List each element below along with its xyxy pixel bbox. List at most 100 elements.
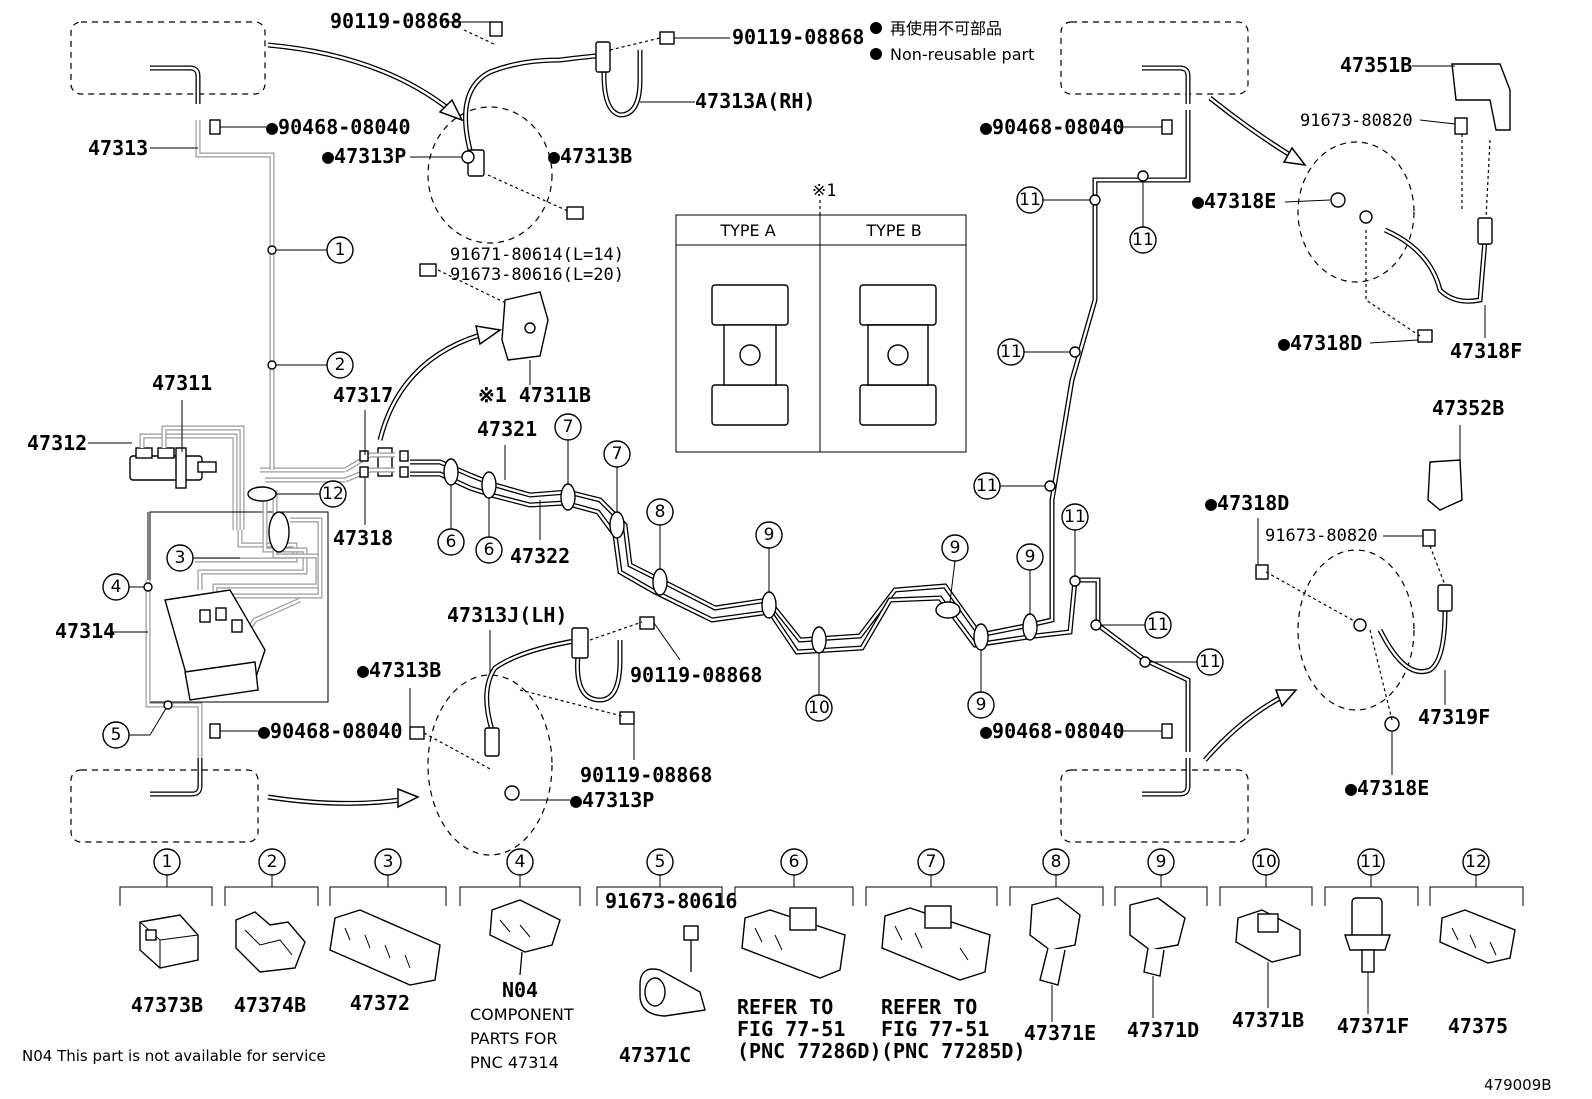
label-47313p-top: ●47313P xyxy=(322,144,406,168)
callout-number: 11 xyxy=(1147,615,1169,635)
callout-number: 2 xyxy=(335,355,346,375)
clip-47371b-icon xyxy=(1235,909,1301,963)
catalog-part-12: 47375 xyxy=(1448,1014,1508,1038)
clip-47371f-icon xyxy=(1344,897,1391,973)
callout-number: 6 xyxy=(789,852,800,872)
clip-47371d-icon xyxy=(1129,897,1186,977)
legend: 再使用不可部品 Non-reusable part xyxy=(870,19,1034,64)
label-47313: 47313 xyxy=(88,136,148,160)
callout-number: 5 xyxy=(655,852,666,872)
catalog-note-7c: (PNC 77285D) xyxy=(881,1039,1026,1063)
actuator-assembly xyxy=(149,447,409,703)
clip-ref-77285d-icon xyxy=(881,905,991,981)
callout-11c: 11 xyxy=(997,338,1070,366)
label-47313b-top: ●47313B xyxy=(548,144,632,168)
callout-11f: 11 xyxy=(1101,611,1172,639)
label-47312: 47312 xyxy=(27,431,87,455)
catalog-note-7b: FIG 77-51 xyxy=(881,1017,989,1041)
callout-number: 2 xyxy=(267,852,278,872)
label-47311: 47311 xyxy=(152,371,212,395)
callout-number: 8 xyxy=(655,502,666,522)
front-brake-lines xyxy=(145,120,275,758)
type-b-label: TYPE B xyxy=(865,221,921,240)
callout-number: 7 xyxy=(926,852,937,872)
callout-9c: 9 xyxy=(1016,543,1044,614)
callout-number: 11 xyxy=(1019,190,1041,210)
callout-number: 11 xyxy=(1000,342,1022,362)
callout-11e: 11 xyxy=(1061,503,1089,576)
label-90468-tr: ●90468-08040 xyxy=(980,115,1125,139)
catalog-part-5: 47371C xyxy=(619,1043,691,1067)
callout-number: 8 xyxy=(1051,852,1062,872)
label-47314: 47314 xyxy=(55,619,115,643)
catalog-callout-6: 6 xyxy=(780,848,808,887)
catalog-sub-5: 91673-80616 xyxy=(605,889,737,913)
callout-11a: 11 xyxy=(1016,186,1090,214)
label-47318d-bottom: ●47318D xyxy=(1205,491,1289,515)
detail-circles xyxy=(427,106,1415,856)
clip-47375-icon xyxy=(1439,909,1516,964)
part-labels: 90119-08868 90119-08868 47313A(RH) 47313… xyxy=(27,9,1522,812)
label-90468-tl: ●90468-08040 xyxy=(266,115,411,139)
callout-5: 5 xyxy=(102,700,173,749)
label-91671-80614: 91671-80614(L=14) xyxy=(450,245,624,265)
label-47317: 47317 xyxy=(333,383,393,407)
callout-number: 7 xyxy=(612,444,623,464)
footer-n04-note: N04 This part is not available for servi… xyxy=(22,1047,326,1065)
catalog-callout-4: 4 xyxy=(506,848,534,887)
callout-11d: 11 xyxy=(973,472,1045,500)
label-47313p-bottom: ●47313P xyxy=(570,788,654,812)
catalog-note-7a: REFER TO xyxy=(881,995,977,1019)
callout-number: 5 xyxy=(111,725,122,745)
callout-number: 11 xyxy=(1132,230,1154,250)
label-47313a-rh: 47313A(RH) xyxy=(695,89,815,113)
callout-number: 10 xyxy=(1255,852,1277,872)
label-90468-br: ●90468-08040 xyxy=(980,719,1125,743)
callout-number: 4 xyxy=(515,852,526,872)
catalog-note-4c: PNC 47314 xyxy=(470,1053,559,1072)
callout-10: 10 xyxy=(805,653,833,722)
label-47318f: 47318F xyxy=(1450,339,1522,363)
clip-47372-icon xyxy=(329,909,441,986)
callout-circles: 1 2 3 4 5 6 6 7 7 8 9 9 9 9 10 11 11 11 … xyxy=(102,181,1224,749)
catalog-callout-11: 11 xyxy=(1357,848,1385,887)
callout-number: 1 xyxy=(162,852,173,872)
catalog-callout-8: 8 xyxy=(1042,848,1070,887)
callout-8: 8 xyxy=(646,498,674,569)
label-90119-a: 90119-08868 xyxy=(330,9,462,33)
callout-2: 2 xyxy=(267,351,354,379)
label-47318e-bottom: ●47318E xyxy=(1345,776,1429,800)
callout-number: 12 xyxy=(1465,852,1487,872)
label-47311b: ※1 47311B xyxy=(478,383,591,407)
catalog-callout-5: 5 xyxy=(646,848,674,887)
wheel-boxes xyxy=(70,21,1249,843)
callout-6a: 6 xyxy=(437,485,465,556)
callout-number: 3 xyxy=(383,852,394,872)
callout-number: 6 xyxy=(484,540,495,560)
clip-47374b-icon xyxy=(235,911,306,973)
catalog-note-4b: PARTS FOR xyxy=(470,1029,557,1048)
callout-9d: 9 xyxy=(967,650,995,719)
catalog-part-11: 47371F xyxy=(1337,1014,1409,1038)
callout-6b: 6 xyxy=(475,498,503,564)
catalog-callout-12: 12 xyxy=(1462,848,1490,887)
callout-number: 10 xyxy=(808,698,830,718)
label-90119-c: 90119-08868 xyxy=(630,663,762,687)
footnote-mark-type-box: ※1 xyxy=(812,181,836,201)
catalog-note-4a: COMPONENT xyxy=(470,1005,574,1024)
catalog-note-6b: FIG 77-51 xyxy=(737,1017,845,1041)
clip-47371e-icon xyxy=(1029,897,1081,986)
legend-japanese: 再使用不可部品 xyxy=(890,19,1002,38)
clip-n04-icon xyxy=(489,899,561,976)
type-a-label: TYPE A xyxy=(719,221,775,240)
type-box: ※1 TYPE A TYPE B xyxy=(675,181,967,453)
label-47313b-bottom: ●47313B xyxy=(357,658,441,682)
label-90468-bl: ●90468-08040 xyxy=(258,719,403,743)
catalog-part-10: 47371B xyxy=(1232,1008,1304,1032)
callout-number: 9 xyxy=(950,538,961,558)
catalog-callout-9: 9 xyxy=(1147,848,1175,887)
catalog-part-9: 47371D xyxy=(1127,1018,1199,1042)
callout-number: 7 xyxy=(563,417,574,437)
